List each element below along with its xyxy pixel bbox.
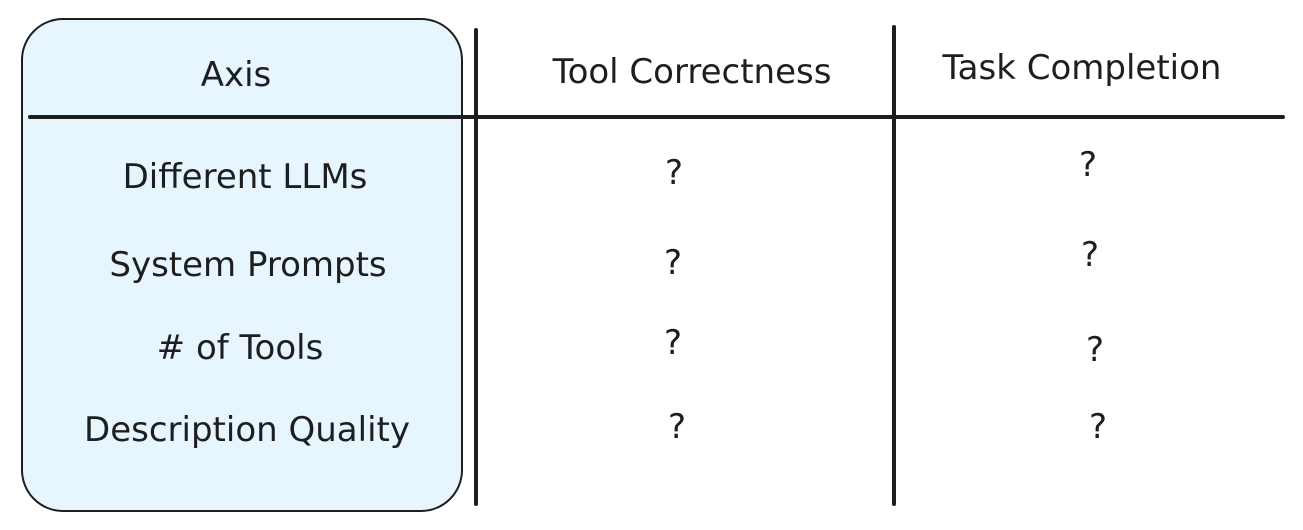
row-task-completion: ? xyxy=(1088,407,1108,447)
row-tool-correctness: ? xyxy=(663,243,683,283)
header-tool-correctness: Tool Correctness xyxy=(552,52,832,92)
column-divider-1 xyxy=(474,28,478,506)
row-tool-correctness: ? xyxy=(664,153,684,193)
row-task-completion: ? xyxy=(1080,235,1100,275)
header-divider xyxy=(28,115,1285,119)
row-axis-label: # of Tools xyxy=(156,328,324,368)
row-axis-label: Different LLMs xyxy=(122,157,368,197)
row-axis-label: Description Quality xyxy=(84,410,410,450)
row-tool-correctness: ? xyxy=(667,407,687,447)
row-task-completion: ? xyxy=(1085,330,1105,370)
row-tool-correctness: ? xyxy=(663,323,683,363)
column-divider-2 xyxy=(892,25,896,506)
row-axis-label: System Prompts xyxy=(109,245,387,285)
header-task-completion: Task Completion xyxy=(942,48,1222,88)
header-axis: Axis xyxy=(200,55,272,95)
row-task-completion: ? xyxy=(1078,145,1098,185)
axis-column-highlight xyxy=(21,18,463,512)
